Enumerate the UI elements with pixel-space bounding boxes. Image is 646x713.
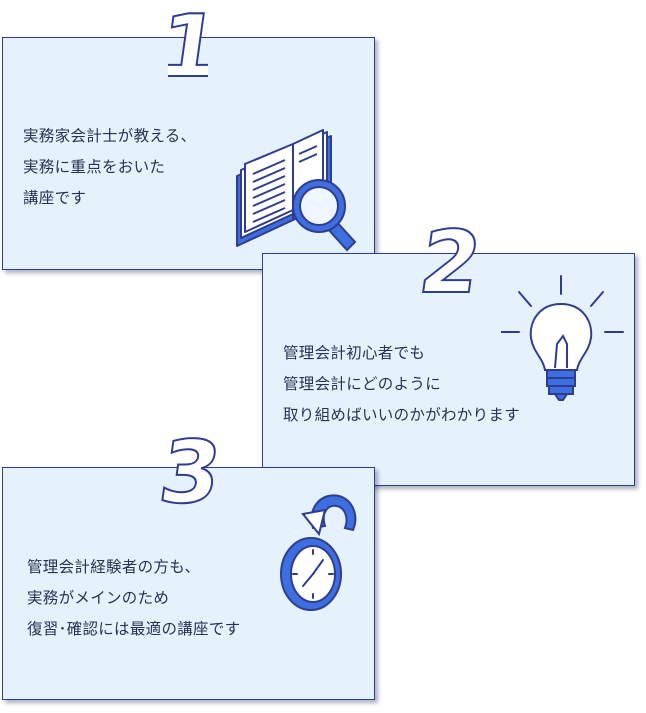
- step-1-line-2: 実務に重点をおいた: [23, 158, 166, 176]
- step-2-text: 管理会計初心者でも 管理会計にどのように 取り組めばいいのかがわかります: [283, 338, 520, 431]
- step-1-line-3: 講座です: [23, 189, 87, 207]
- step-2-line-1: 管理会計初心者でも: [283, 344, 426, 362]
- step-1-number: 1: [168, 0, 208, 82]
- step-1-number-text: 1: [168, 0, 208, 82]
- step-3-text: 管理会計経験者の方も、 実務がメインのため 復習･確認には最適の講座です: [27, 552, 240, 645]
- step-card-3: 管理会計経験者の方も、 実務がメインのため 復習･確認には最適の講座です: [2, 467, 375, 700]
- step-2-line-2: 管理会計にどのように: [283, 375, 442, 393]
- step-2-number: 2: [418, 216, 482, 296]
- book-magnifier-icon: [236, 129, 357, 252]
- step-3-number-text: 3: [158, 426, 222, 506]
- step-3-number: 3: [158, 426, 222, 506]
- step-3-line-2: 実務がメインのため: [27, 589, 170, 607]
- lightbulb-icon: [501, 275, 624, 401]
- step-2-number-text: 2: [418, 216, 482, 296]
- clock-refresh-icon: [280, 494, 357, 611]
- step-card-1: 実務家会計士が教える、 実務に重点をおいた 講座です: [2, 37, 375, 270]
- step-2-line-3: 取り組めばいいのかがわかります: [283, 406, 521, 424]
- step-1-text: 実務家会計士が教える、 実務に重点をおいた 講座です: [23, 121, 196, 214]
- step-card-2: 管理会計初心者でも 管理会計にどのように 取り組めばいいのかがわかります: [262, 253, 635, 486]
- step-3-line-3: 復習･確認には最適の講座です: [27, 620, 241, 638]
- step-3-line-1: 管理会計経験者の方も、: [27, 558, 201, 576]
- step-1-line-1: 実務家会計士が教える、: [23, 127, 197, 145]
